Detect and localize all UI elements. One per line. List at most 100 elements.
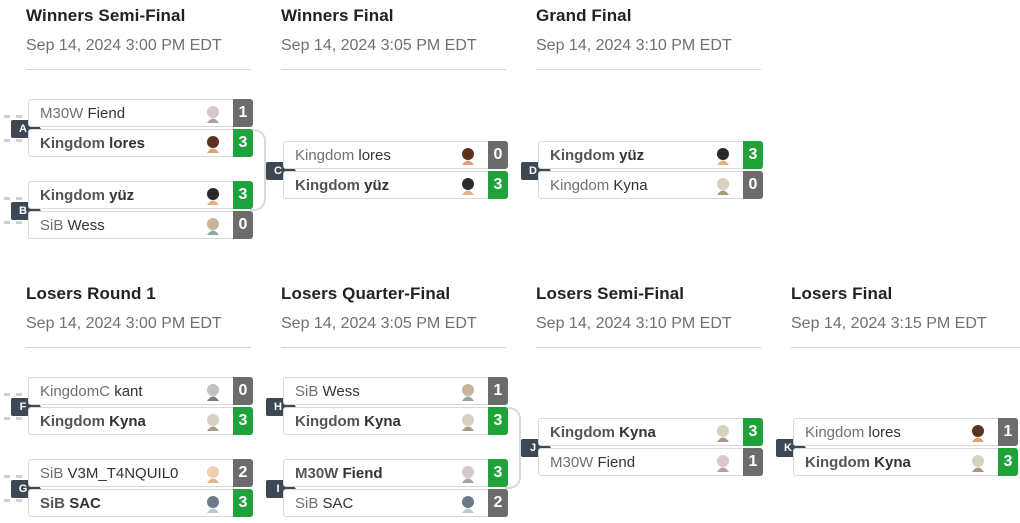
entrant-score: 3 xyxy=(233,407,253,435)
lores-character-icon xyxy=(968,423,988,443)
entrant-team-prefix: Kingdom xyxy=(40,187,105,204)
entrant-name: SiB Wess xyxy=(40,217,105,234)
entrant-team-prefix: Kingdom xyxy=(295,147,355,164)
entrant-player: Kyna xyxy=(619,424,656,441)
lores-character-icon xyxy=(203,134,223,154)
entrant-score: 3 xyxy=(488,171,508,199)
round-date: Sep 14, 2024 3:10 PM EDT xyxy=(536,37,732,54)
round-date: Sep 14, 2024 3:10 PM EDT xyxy=(536,315,732,332)
entrant-name: Kingdom lores xyxy=(40,135,145,152)
entrant-name: Kingdom Kyna xyxy=(805,454,911,471)
entrant-player: Kyna xyxy=(874,454,911,471)
entrant-team-prefix: Kingdom xyxy=(550,424,615,441)
entrant-team-prefix: Kingdom xyxy=(40,135,105,152)
entrant-team-prefix: Kingdom xyxy=(40,413,105,430)
kyna-character-icon xyxy=(968,453,988,473)
entrant-slot-loser[interactable]: SiB Wess 1 xyxy=(283,377,508,405)
entrant-score: 0 xyxy=(233,211,253,239)
round-title: Losers Semi-Final xyxy=(536,284,685,303)
bracket-stub xyxy=(4,115,22,121)
wess-character-icon xyxy=(458,382,478,402)
entrant-slot-loser[interactable]: SiB Wess 0 xyxy=(28,211,253,239)
entrant-score: 1 xyxy=(743,448,763,476)
entrant-name: KingdomC kant xyxy=(40,383,143,400)
entrant-slot-winner[interactable]: Kingdom Kyna 3 xyxy=(28,407,253,435)
round-title: Grand Final xyxy=(536,6,632,25)
entrant-score: 3 xyxy=(233,181,253,209)
entrant-team-prefix: Kingdom xyxy=(805,454,870,471)
entrant-player: SAC xyxy=(322,495,354,512)
round-title: Winners Semi-Final xyxy=(26,6,186,25)
entrant-slot-loser[interactable]: M30W Fiend 1 xyxy=(28,99,253,127)
round-date: Sep 14, 2024 3:00 PM EDT xyxy=(26,37,222,54)
entrant-score: 1 xyxy=(998,418,1018,446)
entrant-score: 1 xyxy=(233,99,253,127)
v3m-character-icon xyxy=(203,464,223,484)
entrant-score: 0 xyxy=(233,377,253,405)
round-divider xyxy=(26,69,251,70)
entrant-player: yüz xyxy=(619,147,645,164)
sac-character-icon xyxy=(203,494,223,514)
entrant-team-prefix: Kingdom xyxy=(295,177,360,194)
entrant-player: V3M_T4NQUIL0 xyxy=(67,465,179,482)
entrant-name: SiB Wess xyxy=(295,383,360,400)
entrant-score: 3 xyxy=(488,459,508,487)
round-divider xyxy=(281,347,506,348)
entrant-score: 2 xyxy=(488,489,508,517)
lores-character-icon xyxy=(458,146,478,166)
entrant-team-prefix: Kingdom xyxy=(550,177,610,194)
entrant-team-prefix: M30W xyxy=(40,105,84,122)
entrant-player: lores xyxy=(358,147,391,164)
fiend-character-icon xyxy=(713,453,733,473)
entrant-team-prefix: SiB xyxy=(40,217,64,234)
entrant-player: Wess xyxy=(67,217,105,234)
round-date: Sep 14, 2024 3:05 PM EDT xyxy=(281,315,477,332)
entrant-score: 3 xyxy=(233,489,253,517)
entrant-player: Kyna xyxy=(613,177,648,194)
fiend-character-icon xyxy=(203,104,223,124)
bracket-stub xyxy=(4,139,22,145)
fiend-character-icon xyxy=(458,464,478,484)
entrant-slot-winner[interactable]: Kingdom yüz 3 xyxy=(28,181,253,209)
round-divider xyxy=(26,347,251,348)
entrant-team-prefix: KingdomC xyxy=(40,383,111,400)
entrant-score: 1 xyxy=(488,377,508,405)
round-date: Sep 14, 2024 3:00 PM EDT xyxy=(26,315,222,332)
entrant-player: SAC xyxy=(69,495,101,512)
entrant-player: Fiend xyxy=(87,105,126,122)
entrant-name: M30W Fiend xyxy=(40,105,125,122)
kant-character-icon xyxy=(203,382,223,402)
entrant-name: Kingdom yüz xyxy=(40,187,134,204)
entrant-name: SiB V3M_T4NQUIL0 xyxy=(40,465,178,482)
entrant-name: Kingdom Kyna xyxy=(40,413,146,430)
kyna-character-icon xyxy=(458,412,478,432)
entrant-slot-loser[interactable]: KingdomC kant 0 xyxy=(28,377,253,405)
entrant-player: Wess xyxy=(322,383,360,400)
entrant-player: yüz xyxy=(109,187,135,204)
bracket-stub xyxy=(4,475,22,481)
